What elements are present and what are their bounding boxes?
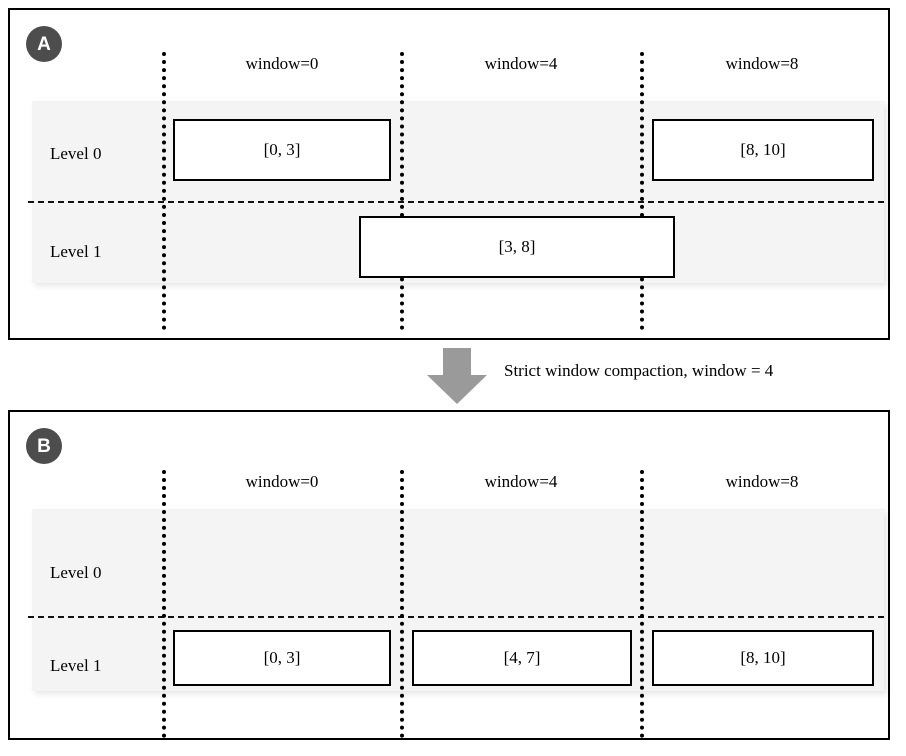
panel-b-row-label-level-1: Level 1 — [50, 656, 102, 675]
panel-a-row-label-level-0: Level 0 — [50, 144, 102, 163]
panel-b-window-label-0: window=0 — [245, 472, 319, 491]
panel-a-interval-box-level1-window4: [3, 8] — [359, 216, 675, 278]
panel-b-interval-label-4-7: [4, 7] — [503, 648, 541, 667]
panel-a-window-labels: window=0 window=4 window=8 — [10, 10, 888, 73]
panel-b-interval-box-level1-window8: [8, 10] — [652, 630, 874, 686]
panel-a-window-boundary-4 — [400, 52, 404, 330]
panel-b-interval-label-8-10: [8, 10] — [740, 648, 786, 667]
panel-a-interval-label-3-8: [3, 8] — [498, 237, 536, 256]
down-arrow-shaft — [443, 348, 471, 376]
panel-b-level-divider — [28, 616, 884, 618]
panel-b-row-label-level-0: Level 0 — [50, 563, 102, 582]
panel-b-window-boundary-8 — [640, 470, 644, 738]
panel-a-row-label-level-1: Level 1 — [50, 242, 102, 261]
panel-a-window-label-0: window=0 — [245, 54, 319, 73]
panel-b-window-labels: window=0 window=4 window=8 — [10, 412, 888, 491]
panel-a-window-label-8: window=8 — [725, 54, 799, 73]
panel-b-interval-box-level1-window4: [4, 7] — [412, 630, 632, 686]
panel-a-interval-label-8-10: [8, 10] — [740, 140, 786, 159]
panel-b-window-boundary-4 — [400, 470, 404, 738]
down-arrow-head — [427, 375, 487, 404]
panel-a-window-boundary-0 — [162, 52, 166, 330]
panel-a-badge: A — [26, 26, 62, 62]
panel-b-badge: B — [26, 428, 62, 464]
panel-a: A window=0 window=4 window=8 Level 0 Lev… — [8, 8, 890, 340]
panel-b-window-label-8: window=8 — [725, 472, 799, 491]
down-arrow-icon — [427, 348, 487, 404]
panel-a-level-divider — [28, 201, 884, 203]
transition-caption: Strict window compaction, window = 4 — [504, 361, 774, 380]
panel-b-interval-label-0-3: [0, 3] — [263, 648, 301, 667]
panel-b: B window=0 window=4 window=8 Level 0 Lev… — [8, 410, 890, 740]
panel-a-window-label-4: window=4 — [484, 54, 558, 73]
panel-b-window-label-4: window=4 — [484, 472, 558, 491]
panel-b-window-boundary-0 — [162, 470, 166, 738]
panel-b-interval-box-level1-window0: [0, 3] — [173, 630, 391, 686]
panel-a-interval-box-level0-window0: [0, 3] — [173, 119, 391, 181]
panel-a-interval-box-level0-window8: [8, 10] — [652, 119, 874, 181]
panel-a-interval-label-0-3: [0, 3] — [263, 140, 301, 159]
panel-a-window-boundary-8 — [640, 52, 644, 330]
transition-group: Strict window compaction, window = 4 — [0, 340, 906, 410]
